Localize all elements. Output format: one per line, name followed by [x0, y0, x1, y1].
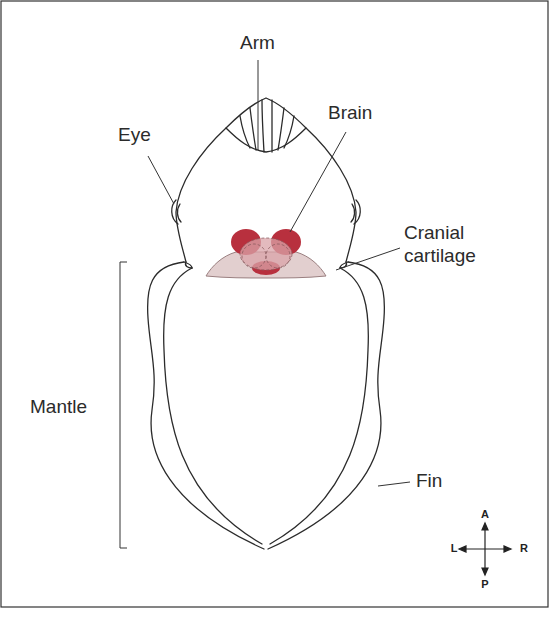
leader-line: [148, 156, 174, 204]
compass-axis: [462, 548, 508, 549]
fin-left: [148, 262, 264, 549]
compass: [459, 523, 511, 575]
compass-letter: L: [451, 542, 458, 555]
compass-letter: P: [481, 578, 488, 591]
leader-line: [290, 132, 346, 232]
arm-line: [284, 116, 294, 148]
brain-outline: [242, 244, 266, 268]
compass-letter: R: [520, 542, 528, 555]
arm-line: [262, 100, 264, 152]
arm-line: [271, 100, 272, 152]
compass-arrow: [459, 546, 466, 552]
frame: [1, 1, 548, 607]
leader-line: [258, 60, 259, 150]
compass-arrow: [504, 546, 511, 552]
mantle-edge: [184, 262, 192, 268]
mantle-left: [164, 268, 262, 544]
mantle-right: [270, 268, 368, 544]
part-label: Brain: [328, 102, 372, 125]
part-label: Arm: [240, 32, 275, 55]
part-label: Fin: [416, 470, 442, 493]
compass-arrow: [482, 523, 488, 530]
neck: [185, 262, 192, 268]
brain-outline: [266, 244, 290, 268]
part-label: Cranial cartilage: [404, 222, 504, 268]
mantle-bracket: [120, 262, 127, 548]
compass-letter: A: [481, 508, 489, 521]
brain-center: [240, 238, 292, 270]
arm-line: [278, 108, 284, 150]
mantle-outline: [164, 262, 369, 544]
fin-right: [268, 262, 384, 549]
part-label: Eye: [118, 124, 151, 147]
brain: [231, 229, 301, 275]
fin-outline: [148, 262, 385, 549]
arm-line: [250, 108, 256, 150]
arm-base: [226, 128, 306, 152]
eye-right-inner: [351, 204, 355, 222]
eye-left-inner: [177, 204, 181, 222]
leader-line: [378, 482, 410, 486]
arm-line: [240, 116, 250, 148]
compass-arrow: [482, 568, 488, 575]
part-label: Mantle: [30, 396, 87, 419]
leader-line: [336, 248, 400, 270]
